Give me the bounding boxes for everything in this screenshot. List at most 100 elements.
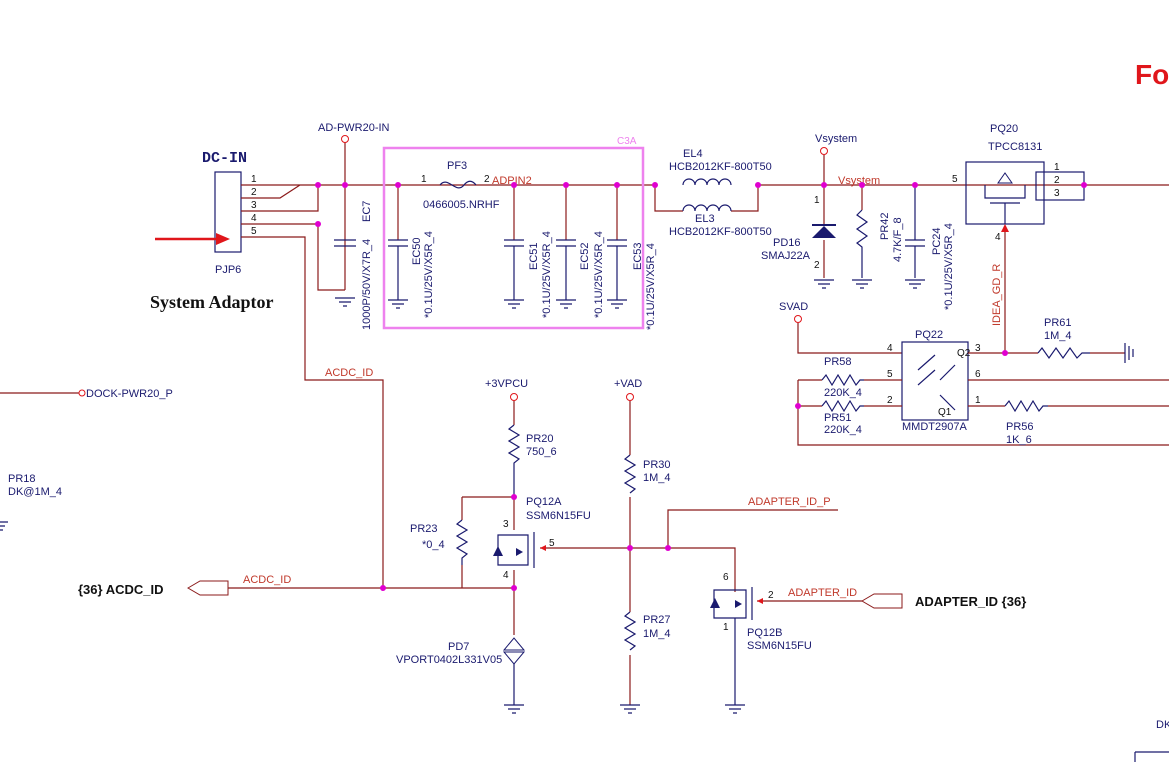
- svg-text:2: 2: [768, 590, 774, 601]
- pr58-resistor: PR58 220K_4: [821, 356, 864, 399]
- ec51-capacitor: EC51 *0.1U/25V/X5R_4: [504, 185, 553, 318]
- svg-text:*0.1U/25V/X5R_4: *0.1U/25V/X5R_4: [423, 231, 435, 318]
- svg-text:PQ22: PQ22: [915, 329, 943, 341]
- svg-text:2: 2: [887, 395, 893, 406]
- svg-text:*0.1U/25V/X5R_4: *0.1U/25V/X5R_4: [593, 231, 605, 318]
- ec7-value: 1000P/50V/X7R_4: [361, 239, 373, 330]
- svg-text:SSM6N15FU: SSM6N15FU: [526, 510, 591, 522]
- pr51-resistor: PR51 220K_4: [821, 399, 864, 436]
- net-svad-terminal: [794, 315, 802, 323]
- svg-text:PQ20: PQ20: [990, 123, 1018, 135]
- net-vsystem: Vsystem: [838, 175, 880, 187]
- pq12a-mosfet: PQ12A SSM6N15FU 3 5 4: [493, 496, 591, 581]
- svg-text:EC52: EC52: [579, 242, 591, 270]
- svg-text:EL4: EL4: [683, 148, 703, 160]
- svg-text:1M_4: 1M_4: [1044, 330, 1072, 342]
- svg-text:*0.1U/25V/X5R_4: *0.1U/25V/X5R_4: [541, 231, 553, 318]
- pf3-pin2: 2: [484, 174, 490, 185]
- pf3-pin1: 1: [421, 174, 427, 185]
- connector-body: [214, 171, 242, 253]
- junction-dots: [315, 182, 1087, 591]
- connector-wires: [241, 140, 655, 588]
- adapter-port-symbol: [861, 593, 903, 609]
- svg-text:EL3: EL3: [695, 213, 715, 225]
- svg-text:EC53: EC53: [632, 242, 644, 270]
- svg-text:*0.1U/25V/X5R_4: *0.1U/25V/X5R_4: [645, 243, 657, 330]
- svg-text:PR51: PR51: [824, 412, 852, 424]
- acdc-port-symbol: [187, 580, 229, 596]
- net-adapter-id-p: ADAPTER_ID_P: [748, 496, 831, 508]
- dc-in-connector: DC-IN 1 2 3 4 5 PJP6 System Adaptor: [150, 150, 274, 312]
- svg-text:1: 1: [723, 622, 729, 633]
- svg-text:PR23: PR23: [410, 523, 438, 535]
- svg-text:220K_4: 220K_4: [824, 387, 862, 399]
- svg-text:2: 2: [814, 260, 820, 271]
- svg-text:Q2: Q2: [957, 348, 971, 359]
- ec53-capacitor: EC53 *0.1U/25V/X5R_4: [607, 185, 657, 330]
- svg-text:PQ12A: PQ12A: [526, 496, 562, 508]
- net-vpcu: +3VPCU: [485, 378, 528, 390]
- svg-text:TPCC8131: TPCC8131: [988, 141, 1042, 153]
- net-ad-pwr: AD-PWR20-IN: [318, 122, 390, 134]
- group-label: C3A: [617, 136, 637, 147]
- net-vsystem-top: Vsystem: [815, 133, 857, 145]
- svg-text:1: 1: [1054, 162, 1060, 173]
- pd7-diode: PD7 VPORT0402L331V05: [396, 637, 526, 714]
- pr18-ref: PR18: [8, 473, 36, 485]
- svg-text:PD16: PD16: [773, 237, 801, 249]
- svg-text:4: 4: [503, 570, 509, 581]
- pq12b-mosfet: 6 2 1 PQ12B SSM6N15FU: [710, 572, 812, 714]
- svg-text:PR20: PR20: [526, 433, 554, 445]
- pr18-value: DK@1M_4: [8, 486, 62, 498]
- svg-text:PR61: PR61: [1044, 317, 1072, 329]
- svg-text:PR58: PR58: [824, 356, 852, 368]
- net-acdc-id-port-label: ACDC_ID: [243, 574, 291, 586]
- svg-text:PR56: PR56: [1006, 421, 1034, 433]
- svg-text:PR30: PR30: [643, 459, 671, 471]
- svg-text:1: 1: [975, 395, 981, 406]
- connector-caption: System Adaptor: [150, 292, 274, 312]
- ec50-capacitor: EC50 *0.1U/25V/X5R_4: [388, 185, 435, 318]
- svg-text:3: 3: [1054, 188, 1060, 199]
- pf3-ref: PF3: [447, 160, 467, 172]
- pc24-capacitor: PC24 *0.1U/25V/X5R_4: [905, 185, 955, 310]
- svg-text:1K_6: 1K_6: [1006, 434, 1032, 446]
- svg-text:*0.1U/25V/X5R_4: *0.1U/25V/X5R_4: [943, 223, 955, 310]
- pr42-resistor: PR42 4.7K/F_8: [852, 185, 904, 289]
- connector-ref: PJP6: [215, 264, 241, 276]
- net-acdc-id-wire: ACDC_ID: [325, 367, 373, 379]
- net-dk: DK: [1156, 719, 1169, 731]
- pf3-value: 0466005.NRHF: [423, 199, 500, 211]
- svg-text:SSM6N15FU: SSM6N15FU: [747, 640, 812, 652]
- connector-pin-1: 1: [251, 174, 257, 185]
- svg-text:5: 5: [549, 538, 555, 549]
- pf3-fuse: PF3 1 2 0466005.NRHF: [421, 160, 500, 211]
- svg-text:6: 6: [723, 572, 729, 583]
- svg-text:EC50: EC50: [411, 237, 423, 265]
- pd16-diode: 1 2 PD16 SMAJ22A: [761, 185, 836, 289]
- ec7-ref: EC7: [361, 201, 373, 222]
- port-acdc-left: {36} ACDC_ID: [78, 582, 164, 597]
- net-svad: SVAD: [779, 301, 808, 313]
- svg-text:1M_4: 1M_4: [643, 472, 671, 484]
- svg-text:PC24: PC24: [931, 227, 943, 255]
- svg-text:220K_4: 220K_4: [824, 424, 862, 436]
- el3-inductor: EL3 HCB2012KF-800T50: [654, 185, 772, 238]
- pr56-resistor: PR56 1K_6: [1004, 399, 1048, 446]
- connector-pin-3: 3: [251, 200, 257, 211]
- svg-text:PR27: PR27: [643, 614, 671, 626]
- input-arrow-head: [216, 233, 230, 245]
- svg-text:4.7K/F_8: 4.7K/F_8: [892, 217, 904, 262]
- svg-text:HCB2012KF-800T50: HCB2012KF-800T50: [669, 161, 772, 173]
- connector-pin-4: 4: [251, 213, 257, 224]
- pq20-mosfet: PQ20 TPCC8131 5 1 2 3 4: [952, 123, 1085, 243]
- svg-text:3: 3: [975, 343, 981, 354]
- svg-text:4: 4: [995, 232, 1001, 243]
- pr23-resistor: PR23 *0_4: [410, 519, 469, 565]
- svg-text:MMDT2907A: MMDT2907A: [902, 421, 967, 433]
- net-vsystem-terminal: [820, 147, 828, 155]
- svg-text:1: 1: [814, 195, 820, 206]
- svg-text:PR42: PR42: [879, 212, 891, 240]
- svg-text:6: 6: [975, 369, 981, 380]
